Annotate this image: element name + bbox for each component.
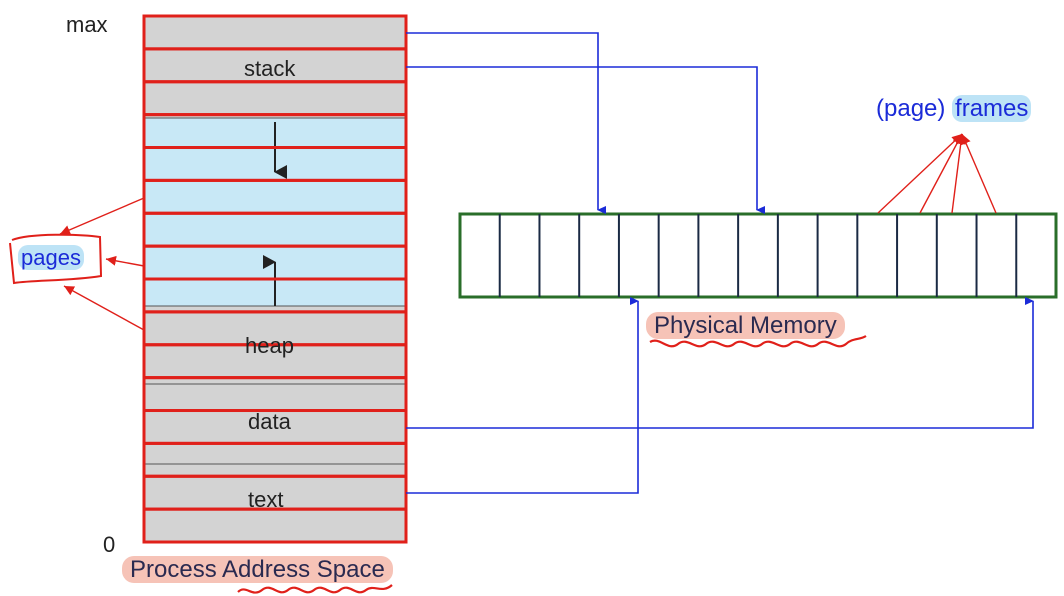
physical-memory-caption-text: Physical Memory [646,312,845,339]
physical-memory-caption: Physical Memory [646,312,845,340]
pages-annotation-text: pages [18,245,84,270]
pages-arrow-3 [63,285,145,331]
zero-label: 0 [103,532,116,557]
address-space-caption-text: Process Address Space [122,556,393,583]
frames-prefix: (page) [876,95,946,122]
frame-dividers [498,214,1018,297]
pages-pointer-arrows [59,197,145,331]
pages-arrow-1 [59,197,145,235]
frames-annotation: (page) frames [876,95,1032,123]
frames-arrow-2 [919,133,963,214]
pages-annotation: pages [18,245,84,271]
frames-arrow-1 [877,133,963,214]
mapping-arrow-stack-page [406,66,765,214]
text-label: text [248,487,284,512]
mapping-arrow-data-page [406,297,1034,429]
stack-segment [144,16,406,118]
page-outline [142,507,408,544]
frames-pointer-arrows [877,133,997,214]
frames-arrow-4 [961,133,997,214]
address-space-caption: Process Address Space [122,556,393,584]
mapping-arrow-top-page [406,32,606,214]
stack-label: stack [244,56,296,81]
page-mapping-arrows [406,32,1034,494]
data-label: data [248,409,291,434]
frames-arrow-3 [951,133,966,214]
mapping-arrow-text-page [406,297,639,494]
pages-arrow-2 [105,255,145,267]
address-space-squiggle [237,584,393,594]
max-label: max [66,12,108,37]
physical-memory-squiggle [649,335,867,348]
frames-word: frames [952,95,1032,122]
pages-circle-mark [9,233,103,285]
heap-label: heap [245,333,294,358]
data-segment [144,384,406,464]
physical-memory-box [458,212,1058,299]
